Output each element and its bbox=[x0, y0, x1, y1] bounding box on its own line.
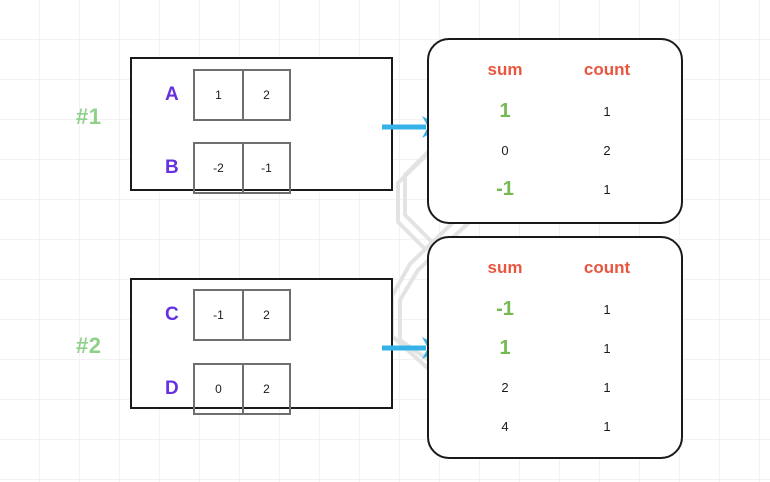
value-text: 2 bbox=[603, 143, 611, 158]
value-text: 1 bbox=[499, 337, 511, 359]
cell: -1 bbox=[213, 308, 224, 322]
row-cells-a: 1 2 bbox=[193, 69, 291, 121]
value-text: -1 bbox=[496, 178, 514, 200]
aggregate-panel-1[interactable]: sum count 1 0 -1 1 2 1 bbox=[427, 38, 683, 224]
column-header-count: count bbox=[583, 258, 631, 277]
group-box-1[interactable] bbox=[130, 57, 393, 191]
column-header-count: count bbox=[583, 60, 631, 79]
value-text: 1 bbox=[603, 182, 611, 197]
count-value: 1 bbox=[569, 407, 645, 446]
sum-value-highlighted: -1 bbox=[467, 170, 543, 209]
value-text: 1 bbox=[603, 341, 611, 356]
sum-value-highlighted: -1 bbox=[467, 290, 543, 329]
count-value: 1 bbox=[569, 368, 645, 407]
cell: 2 bbox=[242, 291, 289, 339]
cell: 2 bbox=[242, 71, 289, 119]
sum-column: -1 1 2 4 bbox=[467, 290, 543, 446]
cell: 1 bbox=[215, 88, 222, 102]
count-column: 1 1 1 1 bbox=[569, 290, 645, 446]
group-tag-1: #1 bbox=[76, 104, 102, 129]
cell: 0 bbox=[215, 382, 222, 396]
value-text: -1 bbox=[496, 298, 514, 320]
value-text: 1 bbox=[603, 302, 611, 317]
column-header-sum: sum bbox=[487, 258, 523, 277]
value-text: 4 bbox=[501, 419, 509, 434]
row-label-c: C bbox=[165, 304, 179, 325]
row-cells-c: -1 2 bbox=[193, 289, 291, 341]
count-value: 1 bbox=[569, 170, 645, 209]
row-cells-d: 0 2 bbox=[193, 363, 291, 415]
sum-value-highlighted: 1 bbox=[467, 92, 543, 131]
sum-value: 4 bbox=[467, 407, 543, 446]
cell: -2 bbox=[213, 161, 224, 175]
value-text: 1 bbox=[603, 380, 611, 395]
data-row-a[interactable]: A 1 2 bbox=[165, 69, 291, 121]
value-text: 1 bbox=[603, 419, 611, 434]
value-text: 1 bbox=[499, 100, 511, 122]
cell: 2 bbox=[242, 365, 289, 413]
row-label-b: B bbox=[165, 157, 179, 178]
sum-value: 2 bbox=[467, 368, 543, 407]
count-value: 1 bbox=[569, 290, 645, 329]
group-box-2[interactable] bbox=[130, 278, 393, 409]
value-text: 2 bbox=[501, 380, 509, 395]
data-row-d[interactable]: D 0 2 bbox=[165, 363, 291, 415]
data-row-b[interactable]: B -2 -1 bbox=[165, 142, 291, 194]
row-label-a: A bbox=[165, 84, 179, 105]
cell: -1 bbox=[242, 144, 289, 192]
count-value: 1 bbox=[569, 329, 645, 368]
count-value: 2 bbox=[569, 131, 645, 170]
sum-value-highlighted: 1 bbox=[467, 329, 543, 368]
row-cells-b: -2 -1 bbox=[193, 142, 291, 194]
count-value: 1 bbox=[569, 92, 645, 131]
group-tag-2: #2 bbox=[76, 333, 102, 358]
aggregate-panel-2[interactable]: sum count -1 1 2 4 1 1 1 1 bbox=[427, 236, 683, 459]
sum-value: 0 bbox=[467, 131, 543, 170]
value-text: 0 bbox=[501, 143, 509, 158]
value-text: 1 bbox=[603, 104, 611, 119]
column-header-sum: sum bbox=[487, 60, 523, 79]
data-row-c[interactable]: C -1 2 bbox=[165, 289, 291, 341]
count-column: 1 2 1 bbox=[569, 92, 645, 209]
row-label-d: D bbox=[165, 378, 179, 399]
sum-column: 1 0 -1 bbox=[467, 92, 543, 209]
